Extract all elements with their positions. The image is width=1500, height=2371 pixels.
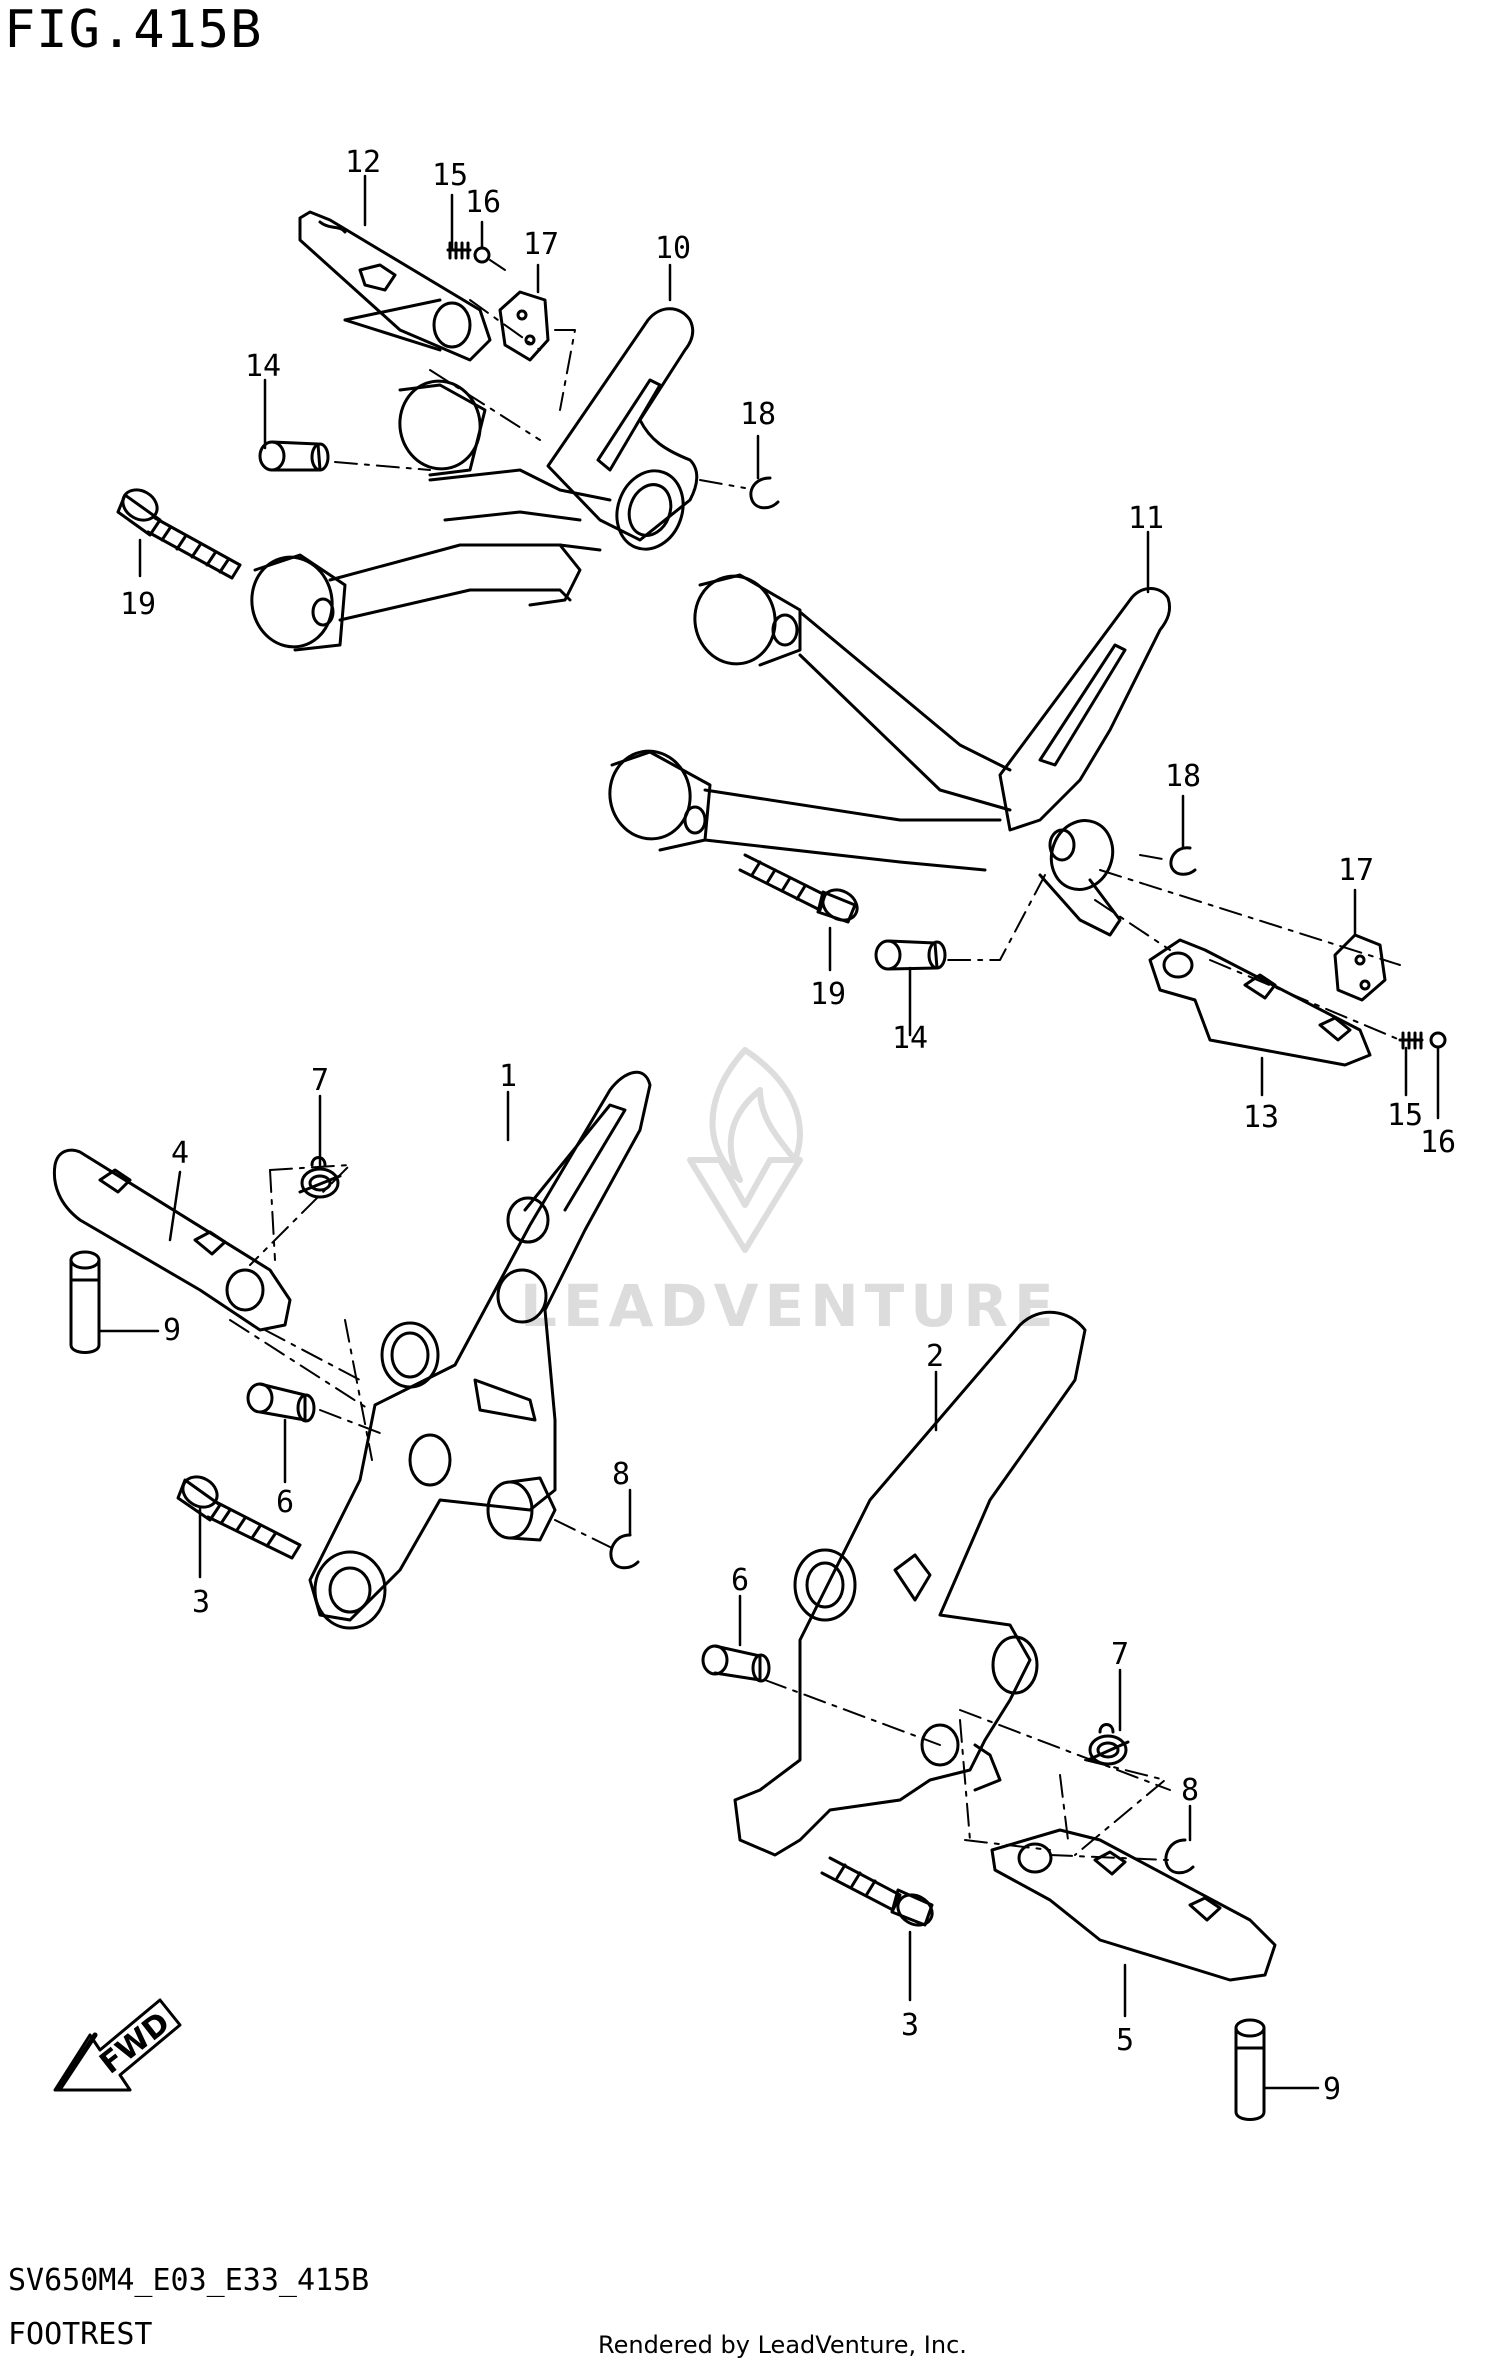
callout-4: 4 [171, 1136, 189, 1171]
render-credit: Rendered by LeadVenture, Inc. [598, 2331, 967, 2359]
callout-15b: 15 [1387, 1098, 1423, 1133]
callout-18: 18 [740, 397, 776, 432]
pin-14a [258, 440, 330, 472]
spring-15a [446, 241, 472, 260]
pin-9b [1234, 2018, 1266, 2121]
bolt-3b [820, 1856, 934, 1927]
pin-9a [69, 1250, 101, 1354]
callout-14b: 14 [892, 1021, 928, 1056]
diagram-caption: FOOTREST [8, 2317, 153, 2352]
footpeg-13 [1148, 938, 1372, 1067]
callout-13: 13 [1243, 1100, 1279, 1135]
callout-16: 16 [465, 185, 501, 220]
callout-18b: 18 [1165, 759, 1201, 794]
bracket-2 [733, 1310, 1087, 1857]
bracket-1 [308, 1070, 652, 1630]
callout-7: 7 [311, 1063, 329, 1098]
footpeg-4 [52, 1148, 292, 1332]
watermark-logo [687, 1047, 803, 1253]
callout-7b: 7 [1111, 1637, 1129, 1672]
clip-18a [749, 476, 780, 510]
figure-title: FIG.415B [4, 0, 263, 60]
callout-labels: 12 15 16 17 10 14 18 19 11 18 17 19 14 1… [120, 145, 1456, 2107]
callout-17b: 17 [1338, 853, 1374, 888]
assembly-lines-d [764, 1679, 1171, 1861]
assembly-lines-c [229, 1164, 613, 1549]
callout-15: 15 [432, 158, 468, 193]
pin-14b [874, 939, 947, 971]
pin-6b [701, 1644, 771, 1683]
callout-11: 11 [1128, 501, 1164, 536]
callout-8: 8 [612, 1457, 630, 1492]
bracket-10 [250, 307, 699, 652]
callout-3b: 3 [901, 2008, 919, 2043]
clip-18b [1169, 846, 1197, 876]
callout-19: 19 [120, 587, 156, 622]
bracket-11 [608, 573, 1172, 937]
callout-5: 5 [1116, 2023, 1134, 2058]
callout-8b: 8 [1181, 1773, 1199, 1808]
plate-17b [1333, 933, 1387, 1002]
spring-7b [1086, 1723, 1130, 1766]
callout-9: 9 [163, 1313, 181, 1348]
fwd-arrow-icon: FWD [53, 1998, 182, 2092]
callout-10: 10 [655, 231, 691, 266]
ball-16b [1429, 1031, 1447, 1049]
spring-15b [1398, 1031, 1424, 1050]
fwd-label: FWD [93, 2005, 176, 2081]
callout-9b: 9 [1323, 2072, 1341, 2107]
watermark-text: LEADVENTURE [520, 1272, 1060, 1340]
ball-16a [473, 246, 491, 264]
spring-7a [298, 1156, 342, 1199]
callout-1: 1 [499, 1059, 517, 1094]
callout-3: 3 [192, 1585, 210, 1620]
leader-lines [98, 174, 1440, 2090]
footpeg-12 [298, 210, 492, 362]
diagram-code: SV650M4_E03_E33_415B [8, 2263, 370, 2298]
bolt-19a [116, 488, 242, 580]
callout-17: 17 [523, 227, 559, 262]
pin-6a [246, 1382, 316, 1423]
footpeg-5 [990, 1828, 1277, 1982]
clip-8a [609, 1533, 640, 1570]
callout-6b: 6 [731, 1563, 749, 1598]
callout-12: 12 [345, 145, 381, 180]
bolt-19b [738, 853, 859, 924]
assembly-lines-b [944, 854, 1401, 1041]
callout-19b: 19 [810, 977, 846, 1012]
callout-2: 2 [926, 1339, 944, 1374]
callout-16b: 16 [1420, 1125, 1456, 1160]
clip-8b [1164, 1838, 1195, 1875]
bolt-3a [176, 1475, 302, 1560]
callout-6: 6 [276, 1485, 294, 1520]
callout-14: 14 [245, 349, 281, 384]
assembly-lines-a [334, 259, 746, 489]
